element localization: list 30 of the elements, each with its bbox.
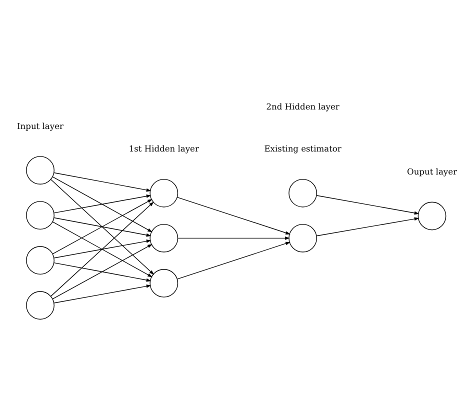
arrow bbox=[176, 196, 290, 234]
node-circle bbox=[150, 223, 178, 252]
node-circle bbox=[26, 246, 54, 274]
arrow bbox=[316, 194, 420, 214]
arrow bbox=[52, 176, 152, 232]
label: Input layer bbox=[17, 120, 64, 130]
arrow bbox=[54, 216, 152, 236]
node-circle bbox=[288, 223, 318, 252]
arrow bbox=[54, 262, 152, 282]
arrow bbox=[54, 284, 152, 303]
arrow bbox=[52, 244, 152, 299]
node-label: Existing estimator bbox=[264, 143, 342, 154]
arrow bbox=[316, 216, 420, 236]
arrow bbox=[50, 201, 154, 296]
arrow bbox=[176, 241, 290, 279]
node-circle bbox=[26, 290, 54, 320]
label: Ouput layer bbox=[407, 166, 457, 176]
node-circle bbox=[418, 201, 446, 230]
arrow bbox=[54, 194, 152, 213]
arrow bbox=[54, 172, 152, 192]
arrow bbox=[177, 236, 290, 240]
arrow bbox=[54, 239, 152, 258]
node-circle bbox=[26, 156, 54, 184]
node-circle bbox=[26, 200, 54, 230]
arrow bbox=[50, 178, 154, 274]
label: 2nd Hidden layer bbox=[266, 100, 340, 111]
node-circle bbox=[288, 178, 318, 207]
arrow bbox=[52, 220, 152, 277]
arrow bbox=[52, 198, 152, 254]
label: 1st Hidden layer bbox=[128, 143, 199, 154]
